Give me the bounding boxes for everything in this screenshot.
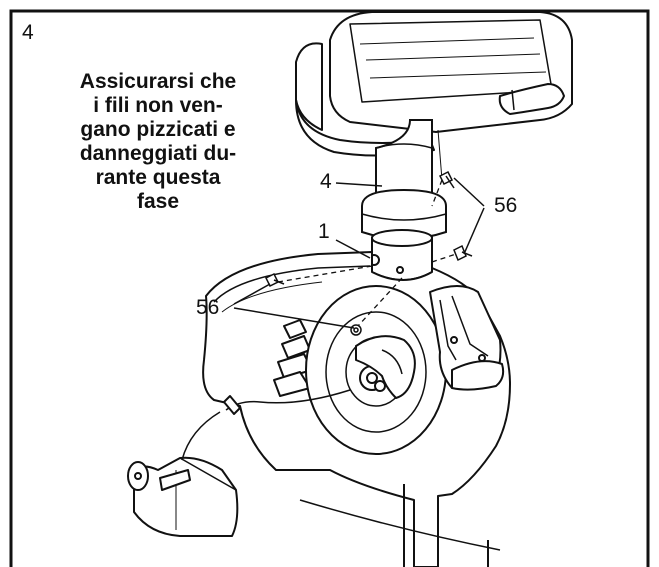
alignment-lines	[277, 179, 457, 327]
main-frame	[127, 251, 511, 567]
callout-part-56-lower: 56	[196, 296, 220, 319]
callout-part-56-upper: 56	[494, 194, 518, 217]
warning-line: fase	[136, 190, 180, 213]
screws	[264, 170, 473, 336]
screw-upper-right	[438, 170, 455, 189]
warning-line: i fili non ven-	[93, 94, 223, 117]
frame-post	[368, 229, 433, 281]
callout-part-4: 4	[320, 170, 332, 193]
screw-right-lower	[453, 244, 473, 262]
step-number: 4	[22, 21, 34, 44]
leader-lines	[233, 177, 485, 329]
warning-line: gano pizzicati e	[80, 118, 236, 141]
callout-part-1: 1	[318, 220, 330, 243]
warning-line: rante questa	[95, 166, 221, 189]
console-and-handlebar	[295, 11, 573, 157]
diagram-border	[9, 9, 650, 567]
warning-line: Assicurarsi che	[79, 70, 237, 93]
upright-tube	[361, 119, 447, 240]
screw-center	[350, 324, 362, 336]
warning-note: Assicurarsi che i fili non ven- gano piz…	[48, 70, 268, 214]
warning-line: danneggiati du-	[79, 142, 237, 165]
